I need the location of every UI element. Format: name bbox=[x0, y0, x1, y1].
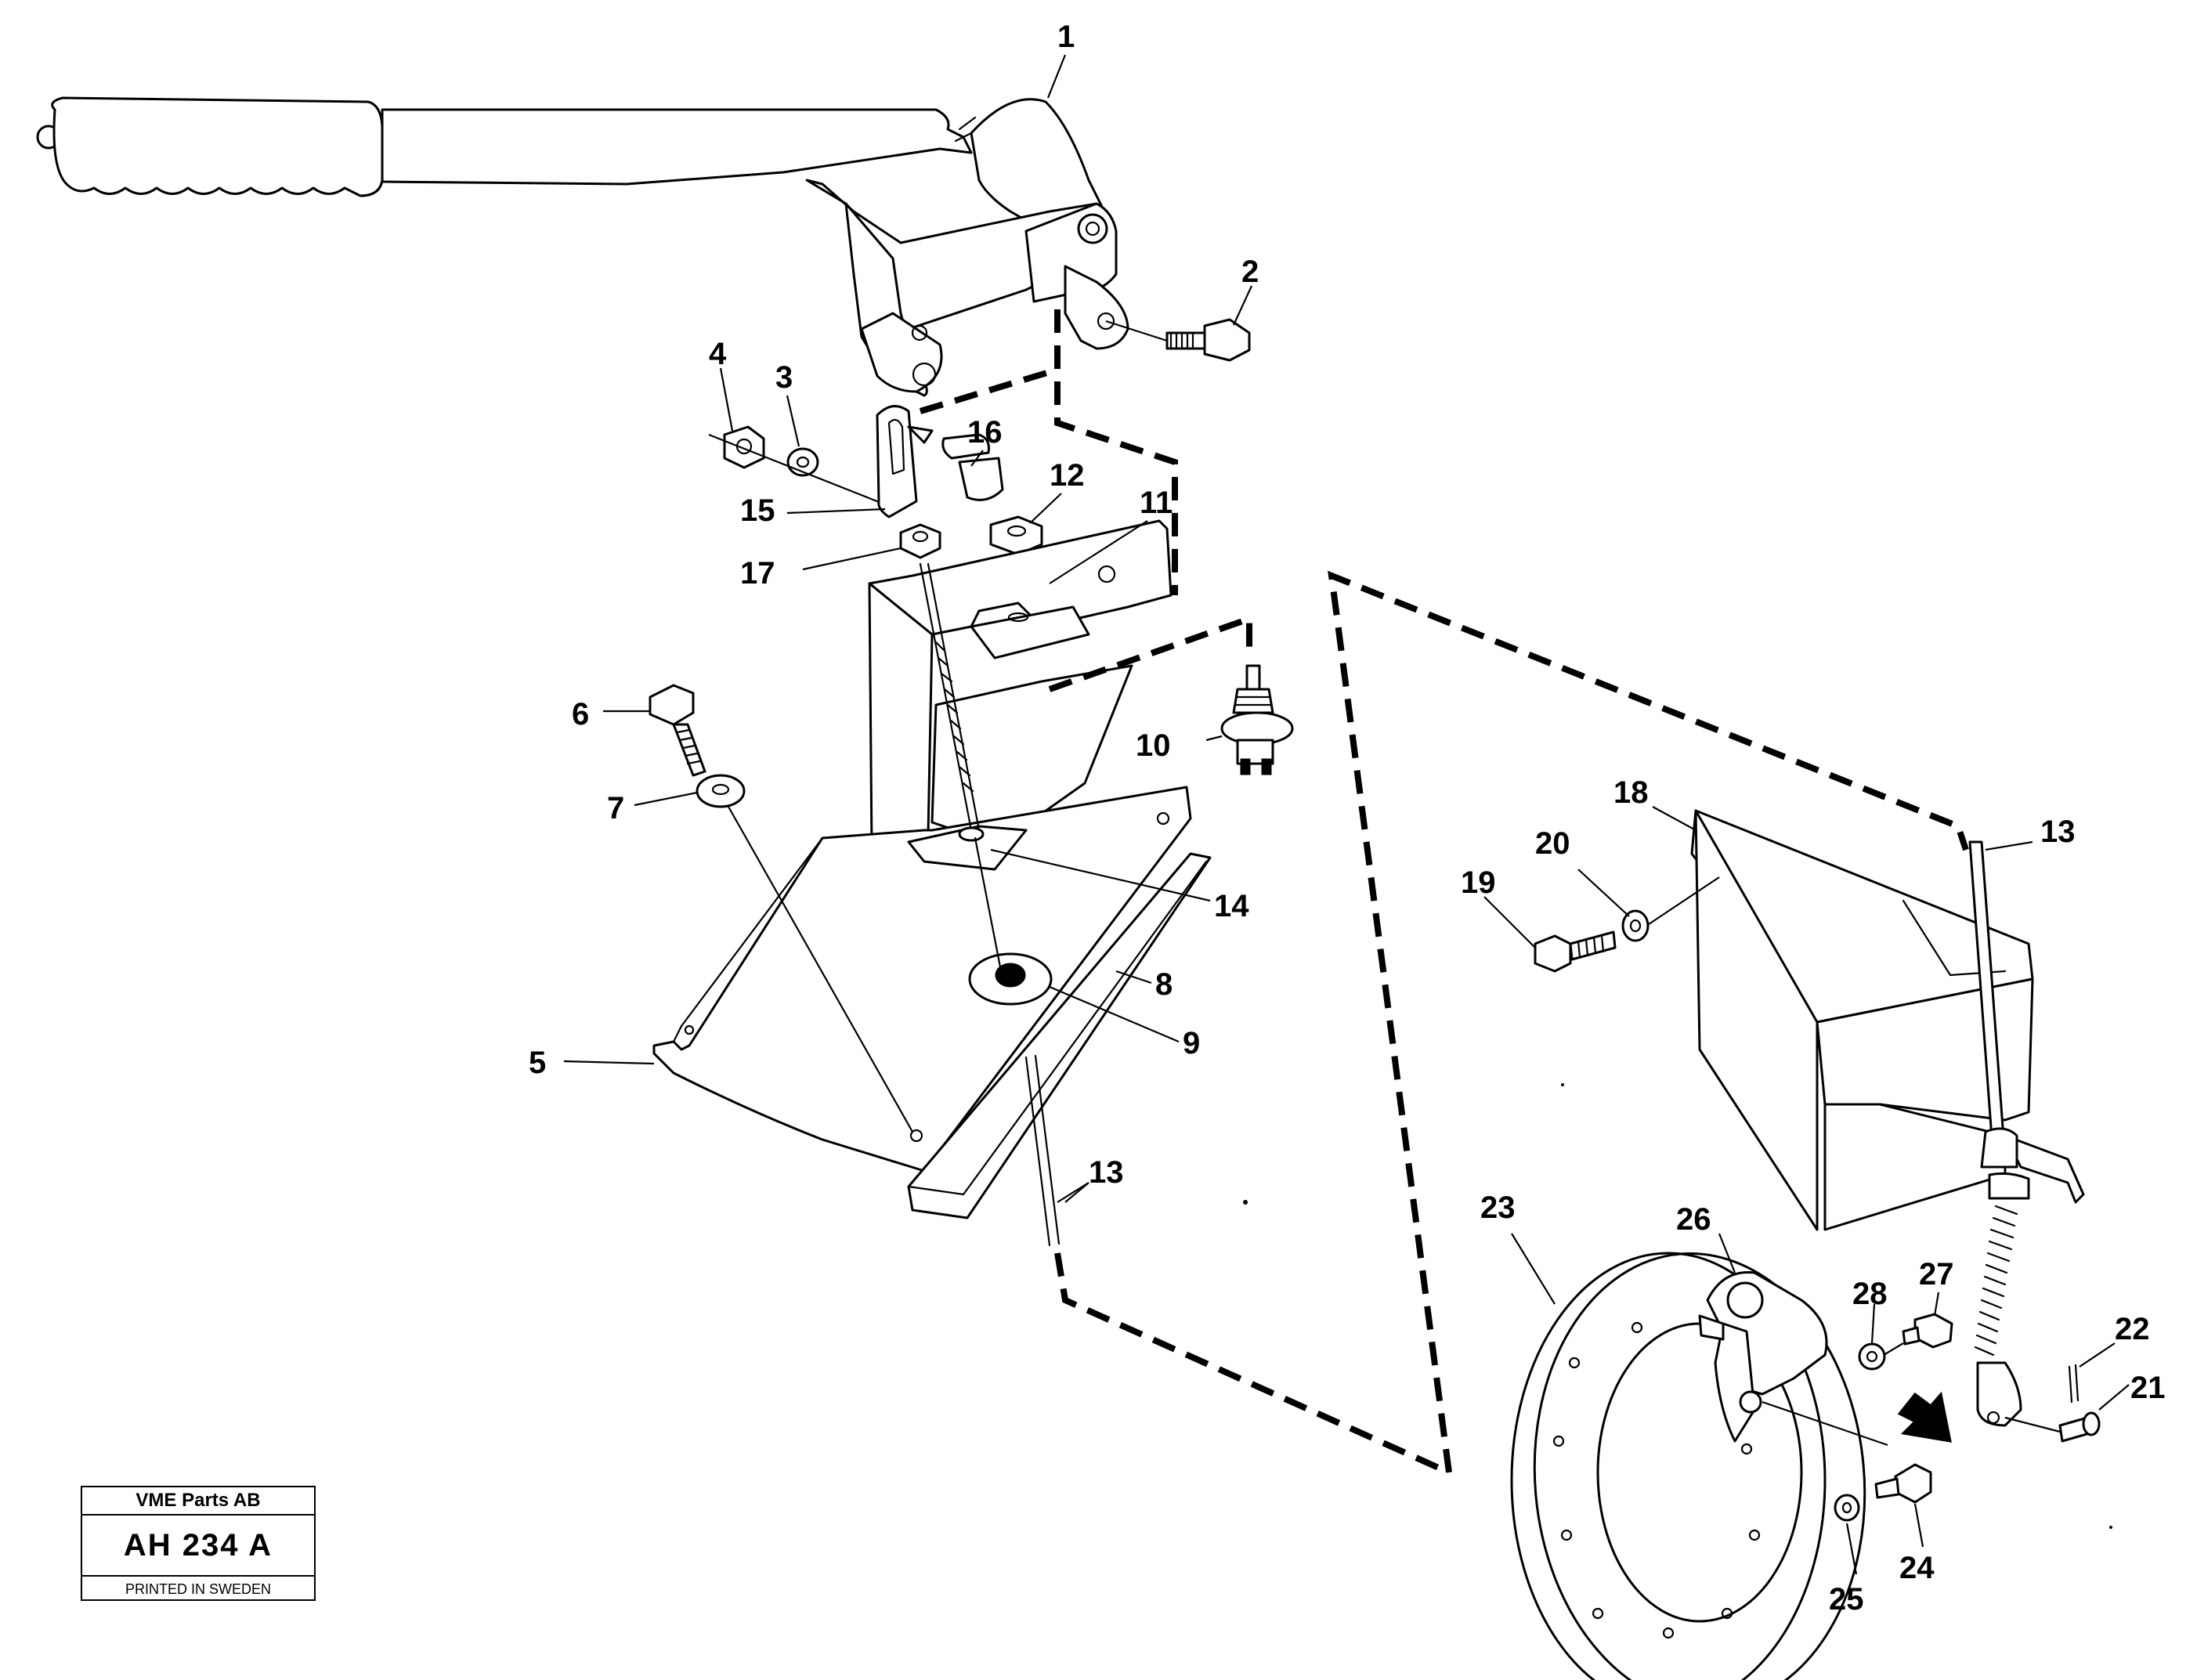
callout-6: 6 bbox=[572, 697, 589, 732]
cable-13-lower bbox=[1024, 1054, 1061, 1247]
pin-16 bbox=[941, 433, 1004, 501]
callout-9: 9 bbox=[1183, 1026, 1200, 1060]
washer-25 bbox=[1834, 1494, 1860, 1522]
rubber-strip-8 bbox=[907, 852, 1212, 1219]
base-plate-5 bbox=[652, 786, 1192, 1172]
washer-28 bbox=[1858, 1342, 1886, 1371]
brake-disc-23 bbox=[1510, 1252, 1866, 1680]
callout-15: 15 bbox=[740, 493, 775, 528]
callout-25: 25 bbox=[1829, 1582, 1864, 1617]
bolt-19 bbox=[1534, 930, 1617, 973]
callout-13-upper: 13 bbox=[2040, 815, 2076, 849]
nut-4 bbox=[723, 425, 765, 469]
callout-8: 8 bbox=[1155, 967, 1173, 1002]
callout-11: 11 bbox=[1140, 486, 1173, 520]
callout-23: 23 bbox=[1480, 1190, 1516, 1225]
bolt-27 bbox=[1902, 1313, 1953, 1349]
callout-22: 22 bbox=[2115, 1312, 2150, 1346]
caliper-26 bbox=[1698, 1270, 1828, 1443]
callout-3: 3 bbox=[775, 360, 793, 395]
drawing-stamp: VME Parts AB AH 234 A PRINTED IN SWEDEN bbox=[81, 1486, 316, 1601]
callout-19: 19 bbox=[1461, 865, 1496, 900]
bolt-24 bbox=[1874, 1463, 1932, 1504]
cable-13-upper bbox=[1968, 840, 2030, 1427]
callout-17: 17 bbox=[740, 556, 775, 591]
nut-12 bbox=[989, 515, 1043, 556]
callout-21: 21 bbox=[2130, 1371, 2166, 1405]
stamp-company: VME Parts AB bbox=[82, 1487, 314, 1516]
callout-14: 14 bbox=[1214, 889, 1249, 923]
callout-26: 26 bbox=[1676, 1202, 1711, 1237]
callout-7: 7 bbox=[607, 791, 624, 826]
grommet-9 bbox=[968, 952, 1053, 1006]
washer-7 bbox=[696, 774, 746, 808]
dashed-link bbox=[1054, 570, 1969, 1478]
callout-18: 18 bbox=[1613, 775, 1649, 810]
clevis-15 bbox=[876, 405, 934, 518]
callout-12: 12 bbox=[1050, 458, 1085, 493]
bolt-2 bbox=[1105, 318, 1251, 362]
stamp-footer: PRINTED IN SWEDEN bbox=[125, 1581, 271, 1597]
direction-arrow bbox=[1897, 1391, 1952, 1443]
callout-1: 1 bbox=[1057, 20, 1075, 54]
callout-4: 4 bbox=[709, 337, 727, 371]
callout-20: 20 bbox=[1535, 826, 1570, 861]
nut-17 bbox=[899, 523, 941, 559]
leader-lines bbox=[563, 54, 2130, 1575]
callout-numbers: 1 2 3 4 5 6 7 8 9 10 11 12 13 13 14 15 1… bbox=[529, 20, 2166, 1617]
dashed-link bbox=[1054, 309, 1178, 595]
dashed-link bbox=[1048, 614, 1252, 692]
callout-5: 5 bbox=[529, 1046, 546, 1080]
threaded-rod bbox=[919, 562, 1004, 981]
clip-22 bbox=[2068, 1364, 2080, 1404]
bracket-18 bbox=[1690, 809, 2085, 1231]
bolt-6 bbox=[649, 684, 706, 777]
callout-10: 10 bbox=[1136, 728, 1171, 763]
pin-21 bbox=[2058, 1411, 2101, 1443]
callout-24: 24 bbox=[1899, 1551, 1935, 1585]
callout-2: 2 bbox=[1241, 255, 1259, 289]
callout-13: 13 bbox=[1089, 1155, 1124, 1190]
switch-10 bbox=[1220, 664, 1294, 775]
stamp-code: AH 234 A bbox=[82, 1516, 314, 1577]
dashed-link bbox=[919, 369, 1051, 414]
hand-brake-lever bbox=[36, 96, 1129, 397]
callout-28: 28 bbox=[1852, 1277, 1888, 1311]
callout-16: 16 bbox=[967, 415, 1003, 450]
washer-20 bbox=[1621, 909, 1650, 942]
callout-27: 27 bbox=[1919, 1257, 1954, 1292]
